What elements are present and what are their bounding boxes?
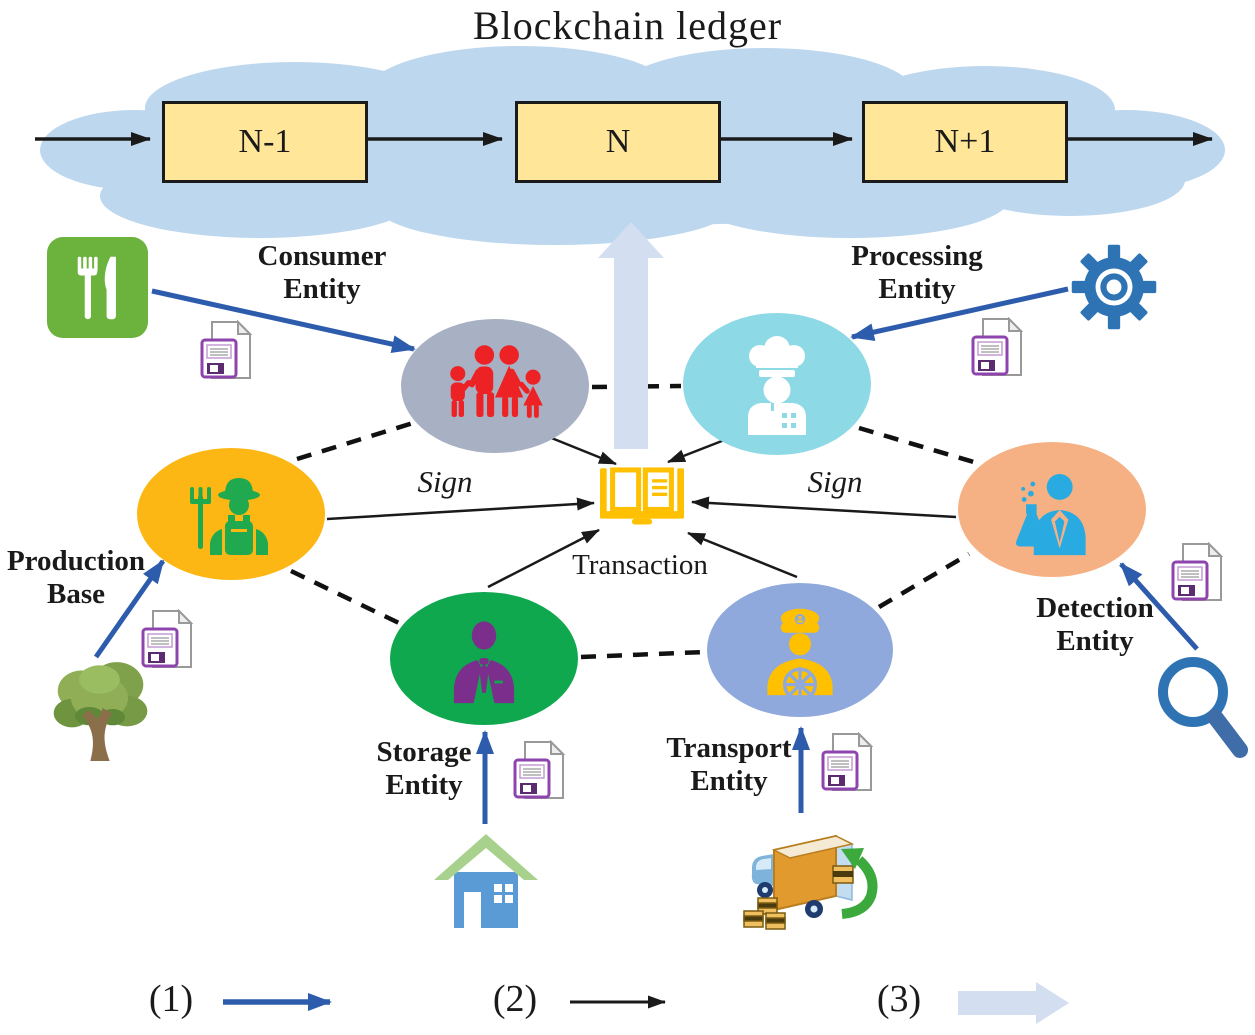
transport-record-icon [821, 731, 874, 797]
magnifier-icon [1148, 650, 1255, 767]
legend-item-2-label: (2) [492, 978, 538, 1020]
detection-entity-label: Detection Entity [1000, 592, 1190, 658]
fork-knife-icon [47, 237, 148, 338]
label-line: Base [47, 578, 105, 610]
entity-ring-dashed-lines [290, 383, 978, 660]
label-line: Detection [1036, 592, 1154, 624]
chef-icon [748, 336, 806, 435]
block-label: N-1 [238, 123, 292, 160]
consumer-entity-label: Consumer Entity [222, 240, 422, 306]
house-icon [430, 826, 542, 934]
transport-entity-oval [707, 583, 893, 717]
production-base-oval [137, 448, 325, 580]
label-line: Entity [690, 765, 768, 797]
production-base-label: Production Base [0, 545, 152, 611]
family-icon [450, 345, 543, 418]
scientist-icon [1016, 473, 1086, 555]
farmer-icon [190, 478, 268, 555]
block-n-plus-1: N+1 [862, 101, 1068, 183]
detection-entity-oval [958, 442, 1146, 577]
figure-title: Blockchain ledger [472, 3, 783, 48]
captain-icon [767, 608, 833, 699]
processing-entity-label: Processing Entity [817, 240, 1017, 306]
block-n-minus-1: N-1 [162, 101, 368, 183]
transaction-label: Transaction [572, 549, 708, 581]
storage-record-icon [513, 739, 566, 805]
open-book-icon [600, 467, 684, 525]
label-line: Production [6, 545, 146, 577]
source-arrows [93, 286, 1199, 824]
legend-item-1-label: (1) [148, 978, 194, 1020]
floppy-doc-icon [141, 608, 194, 668]
processing-entity-oval [683, 313, 871, 455]
tree-icon [42, 652, 157, 764]
label-line: Entity [1056, 625, 1134, 657]
block-n: N [515, 101, 721, 183]
sign-arrows [326, 435, 957, 589]
transaction-to-ledger-arrow [598, 222, 664, 449]
sign-label-left: Sign [417, 464, 473, 499]
floppy-doc-icon [1171, 541, 1224, 601]
processing-record-icon [971, 316, 1024, 382]
label-line: Entity [878, 273, 956, 305]
label-line: Consumer [257, 240, 387, 272]
floppy-doc-icon [971, 316, 1024, 376]
truck-icon [738, 812, 886, 934]
label-line: Entity [283, 273, 361, 305]
gear-icon [1070, 241, 1158, 333]
legend-item-3-label: (3) [876, 978, 922, 1020]
floppy-doc-icon [821, 731, 874, 791]
transport-entity-label: Transport Entity [649, 732, 809, 798]
label-line: Entity [385, 769, 463, 801]
consumer-record-icon [200, 319, 253, 385]
floppy-doc-icon [513, 739, 566, 799]
block-label: N [605, 123, 631, 160]
businessman-icon [453, 620, 515, 703]
label-line: Storage [376, 736, 472, 768]
sign-label-right: Sign [807, 464, 863, 499]
label-line: Transport [666, 732, 792, 764]
transaction-book [600, 463, 684, 534]
consumer-entity-oval [401, 319, 589, 453]
storage-entity-oval [390, 592, 578, 725]
label-line: Processing [851, 240, 983, 272]
floppy-doc-icon [200, 319, 253, 379]
detection-record-icon [1171, 541, 1224, 607]
legend-block-arrow [958, 982, 1069, 1024]
production-record-icon [141, 608, 194, 674]
storage-entity-label: Storage Entity [344, 736, 504, 802]
block-label: N+1 [934, 123, 996, 160]
